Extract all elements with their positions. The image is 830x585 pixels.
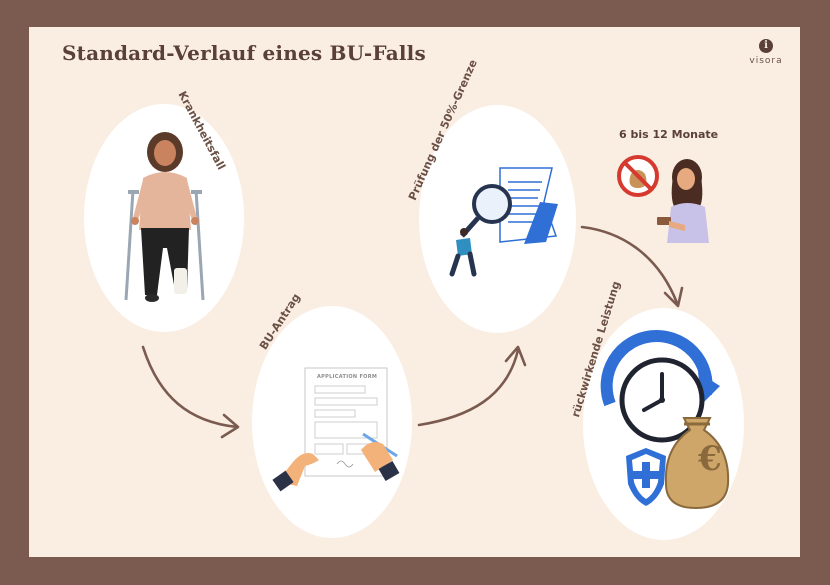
application-form-icon bbox=[272, 367, 400, 492]
crutches-person-icon bbox=[124, 132, 205, 302]
clock-money-shield-icon bbox=[600, 330, 730, 510]
infographic-card: Standard-Verlauf eines BU-Falls i visora… bbox=[29, 27, 800, 557]
arrow-3-4 bbox=[580, 225, 679, 305]
no-money-icon bbox=[617, 155, 659, 197]
flow-arrows bbox=[141, 225, 684, 439]
arrow-1-2 bbox=[141, 345, 239, 429]
logo-text: visora bbox=[749, 56, 783, 66]
waiting-note: 6 bis 12 Monate bbox=[619, 128, 719, 141]
page-title: Standard-Verlauf eines BU-Falls bbox=[62, 41, 426, 65]
worried-woman-icon bbox=[657, 159, 709, 243]
logo: i visora bbox=[746, 39, 786, 66]
arrow-2-3 bbox=[417, 348, 520, 427]
currency-symbol: € bbox=[698, 439, 722, 479]
magnifier-document-icon bbox=[449, 167, 558, 277]
form-title: APPLICATION FORM bbox=[317, 374, 378, 380]
logo-mark-icon: i bbox=[759, 39, 773, 53]
